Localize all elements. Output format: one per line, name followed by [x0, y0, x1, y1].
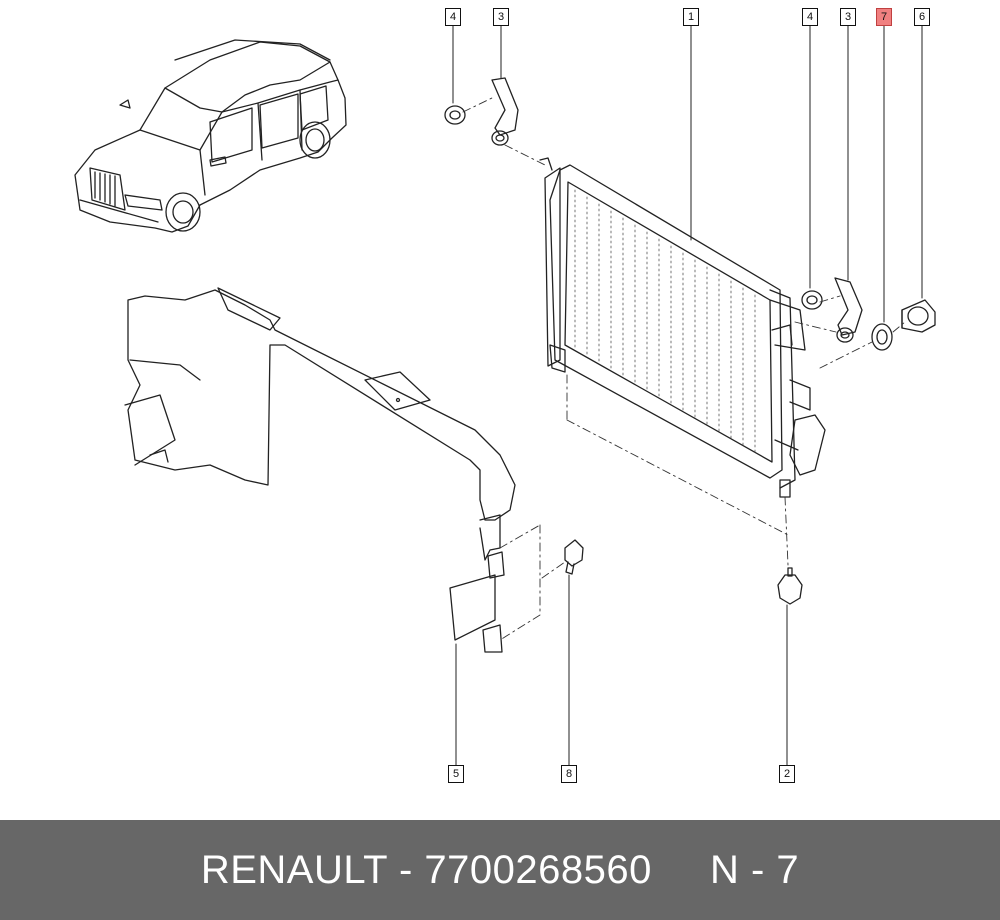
callout-2: 2	[779, 765, 795, 783]
part-number: 7700268560	[424, 847, 652, 892]
callout-1: 1	[683, 8, 699, 26]
bracket-part-3-left	[491, 77, 519, 146]
callout-8: 8	[561, 765, 577, 783]
footer-banner: RENAULT - 7700268560 N - 7	[0, 820, 1000, 920]
parts-diagram: 4 3 1 4 3 7 6 5 8 2	[74, 8, 936, 783]
radiator-part-1	[539, 157, 826, 498]
car-illustration	[74, 39, 347, 233]
seal-ring-part-7	[871, 323, 893, 351]
footer-caption: RENAULT - 7700268560 N - 7	[200, 847, 800, 892]
callout-6: 6	[914, 8, 930, 26]
rubber-mount-part-2	[777, 567, 803, 605]
nut-part-4-left	[444, 105, 466, 125]
callout-4-left: 4	[445, 8, 461, 26]
brand-name: RENAULT	[200, 847, 388, 892]
nut-part-4-right	[801, 290, 823, 310]
exploded-view-drawing	[74, 24, 936, 766]
bracket-part-3-right	[834, 277, 863, 343]
callout-7-highlighted: 7	[876, 8, 892, 26]
leader-lines	[452, 24, 923, 766]
item-reference: N - 7	[709, 847, 800, 892]
callout-5: 5	[448, 765, 464, 783]
air-deflector-part-5	[124, 287, 516, 653]
callout-4-right: 4	[802, 8, 818, 26]
alignment-lines	[462, 97, 906, 641]
callout-3-left: 3	[493, 8, 509, 26]
bolt-part-8	[564, 539, 584, 575]
drain-plug-part-6	[901, 299, 936, 333]
callout-3-right: 3	[840, 8, 856, 26]
